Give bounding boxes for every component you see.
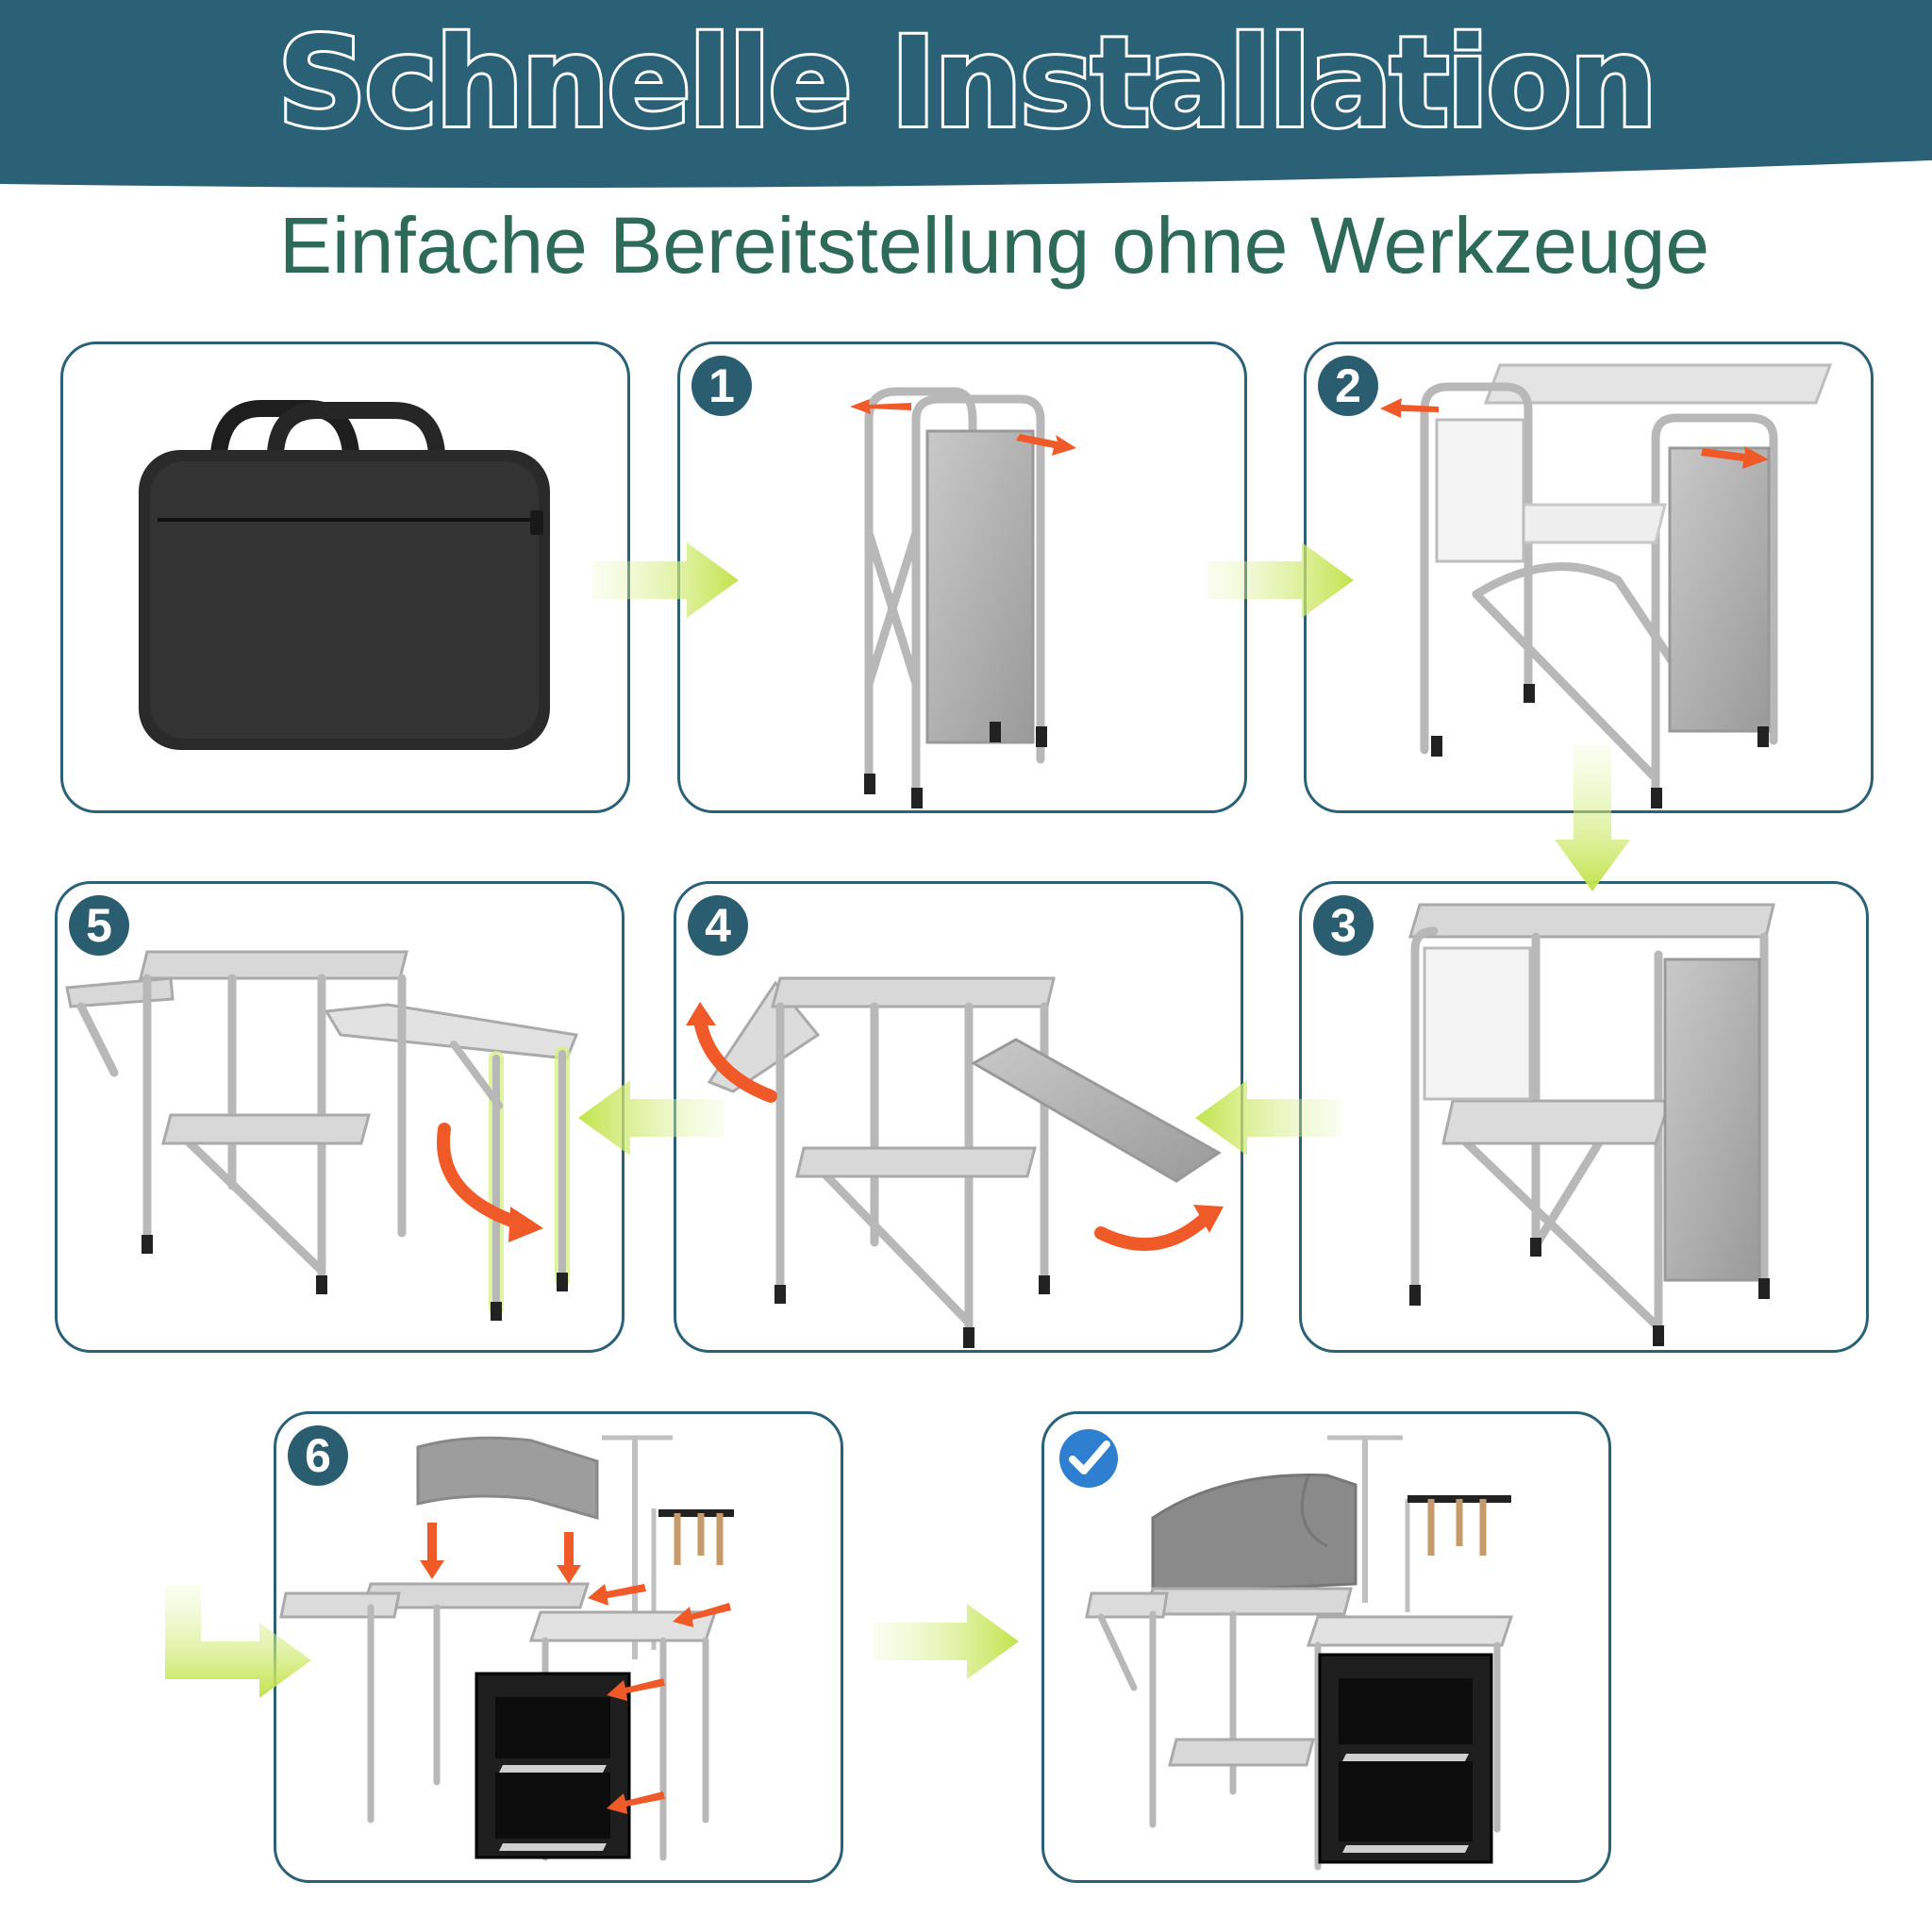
arrow-left-icon [1195,1080,1341,1156]
step-badge-6: 6 [288,1425,348,1486]
step-5-illustration [65,950,579,1321]
arrow-left-icon [578,1080,724,1156]
bag-illustration [139,400,550,750]
arrow-right-icon [873,1604,1019,1679]
step-4-illustration [686,976,1224,1348]
arrow-right-icon [1208,542,1354,618]
step-badge-1: 1 [691,356,752,416]
panel-step-1: 1 [677,341,1247,813]
page-subtitle: Einfache Bereitstellung ohne Werkzeuge [278,201,1710,290]
arrow-right-icon [592,542,739,618]
arrow-down-icon [1555,745,1630,891]
step-2-illustration [1380,363,1833,808]
finished-illustration [1085,1435,1514,1871]
panel-step-5: 5 [55,881,625,1353]
step-badge-3: 3 [1313,895,1374,956]
step-1-illustration [850,387,1076,808]
header-banner [0,0,1932,189]
arrow-bend-icon [165,1585,311,1698]
panel-bag [60,341,630,813]
step-badge-4: 4 [688,895,748,956]
panel-step-2: 2 [1304,341,1874,813]
step-6-illustration [279,1435,734,1861]
check-circle-icon [1059,1429,1118,1488]
panel-finished [1041,1411,1611,1883]
step-badge-5: 5 [69,895,129,956]
panel-step-3: 3 [1299,881,1869,1353]
step-badge-2: 2 [1318,356,1378,416]
page-title: Schnelle Installation [275,10,1660,156]
panel-step-6: 6 [274,1411,843,1883]
panel-step-4: 4 [674,881,1243,1353]
step-3-illustration [1407,903,1775,1346]
